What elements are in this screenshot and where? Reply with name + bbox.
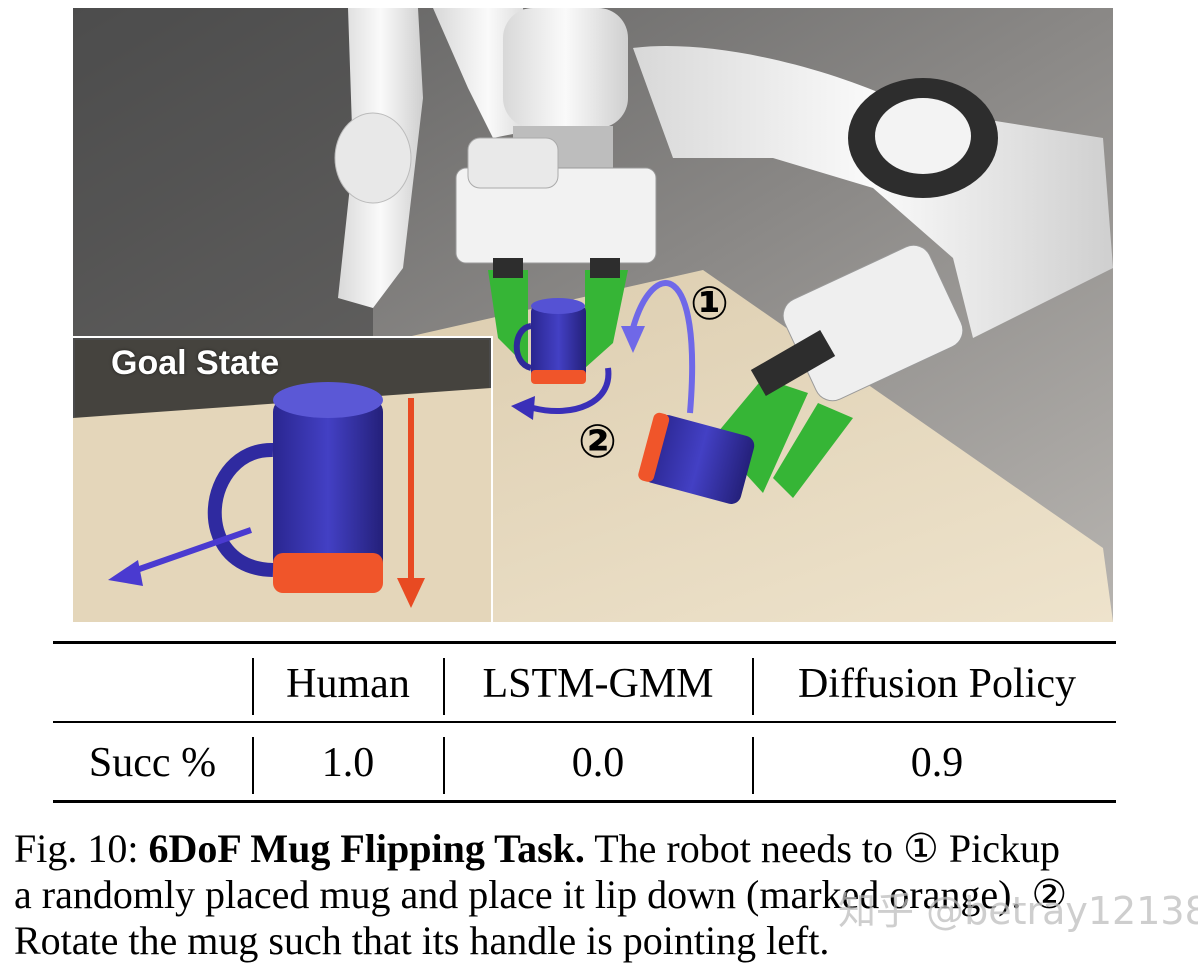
table-header-rule	[53, 721, 1116, 723]
goal-state-inset	[73, 336, 493, 622]
caption-line-1-rest: The robot needs to ① Pickup	[584, 826, 1060, 871]
column-divider	[252, 737, 254, 794]
column-divider	[443, 658, 445, 715]
column-divider	[752, 658, 754, 715]
column-divider	[752, 737, 754, 794]
row-label-succ: Succ %	[88, 740, 217, 786]
header-diffusion-policy: Diffusion Policy	[797, 661, 1077, 707]
step-1-marker: ①	[690, 276, 729, 330]
figure-caption: Fig. 10: 6DoF Mug Flipping Task. The rob…	[14, 826, 1174, 964]
caption-line-2: a randomly placed mug and place it lip d…	[14, 872, 1068, 917]
value-diffusion-policy: 0.9	[910, 740, 964, 786]
column-divider	[252, 658, 254, 715]
table-top-rule	[53, 641, 1116, 644]
caption-line-1: Fig. 10: 6DoF Mug Flipping Task. The rob…	[14, 826, 1174, 872]
table-bottom-rule	[53, 800, 1116, 803]
robot-photo: Goal State ① ②	[73, 8, 1113, 622]
header-human: Human	[286, 661, 410, 707]
caption-line-3: Rotate the mug such that its handle is p…	[14, 918, 830, 963]
watermark-text: 知乎 @betray12138	[838, 889, 1198, 933]
robot-scene-illustration	[73, 8, 1113, 622]
goal-state-label: Goal State	[111, 344, 280, 382]
caption-title: 6DoF Mug Flipping Task.	[148, 826, 585, 871]
header-lstm-gmm: LSTM-GMM	[482, 661, 714, 707]
step-2-marker: ②	[578, 414, 617, 468]
caption-prefix: Fig. 10:	[14, 826, 149, 871]
value-human: 1.0	[321, 740, 375, 786]
column-divider	[443, 737, 445, 794]
value-lstm-gmm: 0.0	[571, 740, 625, 786]
